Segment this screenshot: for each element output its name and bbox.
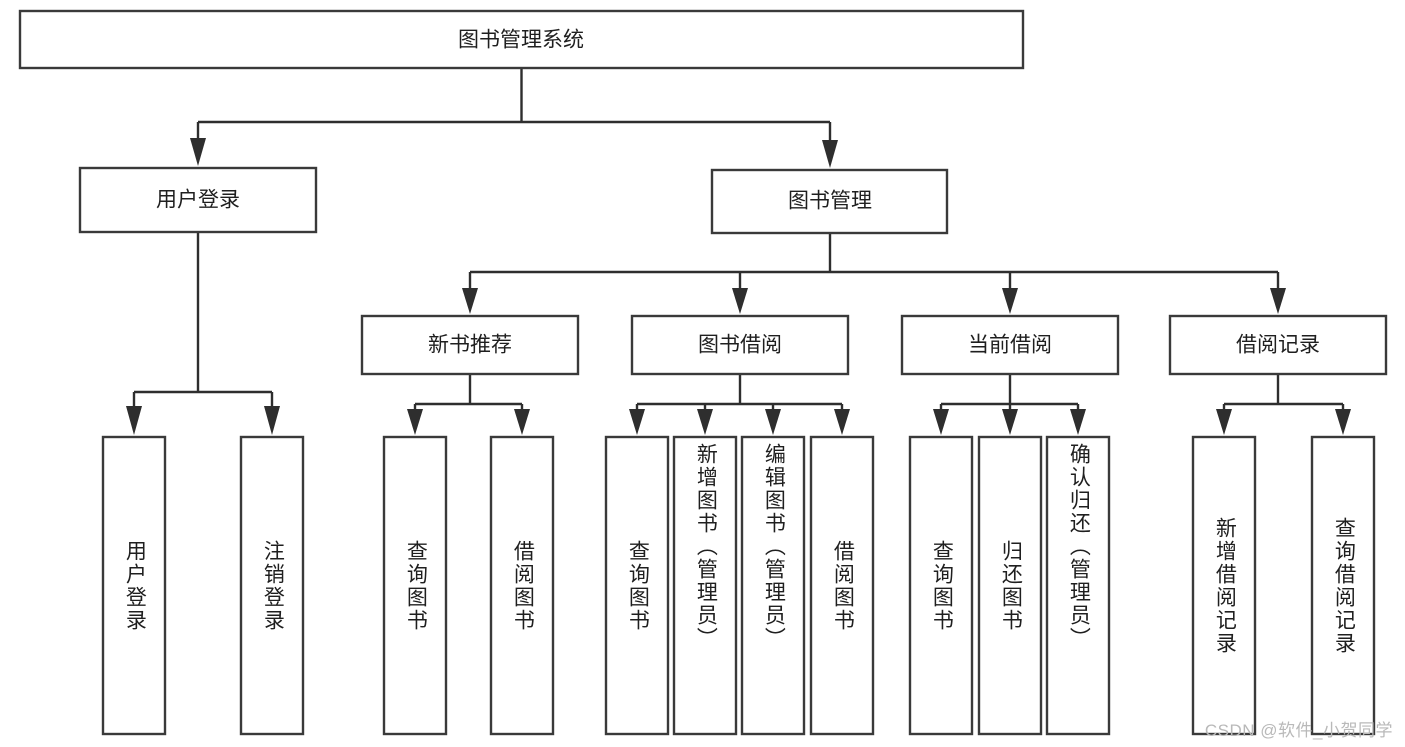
arrow-head-leaf-query-book-3 [933, 409, 949, 435]
connector-group-book-borrow [629, 374, 850, 435]
arrow-head-book-manage [822, 140, 838, 168]
connector-group-new-book-recommend [407, 374, 530, 435]
node-box-leaf-confirm-return[interactable] [1045, 435, 1111, 736]
connector-group-book-manage [462, 233, 1286, 314]
arrow-head-leaf-return-book [1002, 409, 1018, 435]
node-box-leaf-borrow-book-2[interactable] [809, 435, 875, 736]
node-label-borrow-record: 借阅记录 [1236, 334, 1320, 357]
connector-group-root [190, 68, 838, 168]
node-box-leaf-query-book-1[interactable] [382, 435, 448, 736]
node-box-book-borrow[interactable] [630, 314, 850, 376]
arrow-head-leaf-user-login [126, 406, 142, 435]
arrow-head-current-borrow [1002, 288, 1018, 314]
node-box-user-login[interactable] [78, 166, 318, 234]
node-box-book-manage[interactable] [710, 168, 949, 235]
node-box-leaf-edit-book[interactable] [740, 435, 806, 736]
arrow-head-leaf-borrow-book-1 [514, 409, 530, 435]
arrow-head-new-book-recommend [462, 288, 478, 314]
watermark-text: CSDN @软件_小贺同学 [1204, 721, 1393, 740]
node-label-book-borrow: 图书借阅 [698, 334, 782, 357]
node-label-current-borrow: 当前借阅 [968, 334, 1052, 357]
arrow-head-leaf-query-book-2 [629, 409, 645, 435]
arrow-head-leaf-borrow-book-2 [834, 409, 850, 435]
node-label-root: 图书管理系统 [458, 29, 584, 52]
arrow-head-leaf-query-book-1 [407, 409, 423, 435]
arrow-head-leaf-add-record [1216, 409, 1232, 435]
arrow-head-leaf-logout-login [264, 406, 280, 435]
node-box-root[interactable] [18, 9, 1025, 70]
node-box-leaf-borrow-book-1[interactable] [489, 435, 555, 736]
connector-group-current-borrow [933, 374, 1086, 435]
node-box-new-book-recommend[interactable] [360, 314, 580, 376]
node-label-user-login: 用户登录 [156, 189, 240, 212]
node-label-book-manage: 图书管理 [788, 190, 872, 213]
arrow-head-leaf-edit-book [765, 409, 781, 435]
node-box-leaf-return-book[interactable] [977, 435, 1043, 736]
connector-group-borrow-record [1216, 374, 1351, 435]
arrow-head-book-borrow [732, 288, 748, 314]
node-box-borrow-record[interactable] [1168, 314, 1388, 376]
arrow-head-leaf-confirm-return [1070, 409, 1086, 435]
arrow-head-borrow-record [1270, 288, 1286, 314]
connector-group-user-login [126, 232, 280, 435]
node-box-leaf-add-record[interactable] [1191, 435, 1257, 736]
node-box-current-borrow[interactable] [900, 314, 1120, 376]
node-label-new-book-recommend: 新书推荐 [428, 334, 512, 357]
node-box-leaf-logout-login[interactable] [239, 435, 305, 736]
node-box-leaf-query-book-2[interactable] [604, 435, 670, 736]
node-box-leaf-user-login[interactable] [101, 435, 167, 736]
node-box-leaf-query-book-3[interactable] [908, 435, 974, 736]
node-box-leaf-query-record[interactable] [1310, 435, 1376, 736]
arrow-head-leaf-query-record [1335, 409, 1351, 435]
node-box-leaf-add-book[interactable] [672, 435, 738, 736]
arrow-head-leaf-add-book [697, 409, 713, 435]
arrow-head-user-login [190, 138, 206, 166]
